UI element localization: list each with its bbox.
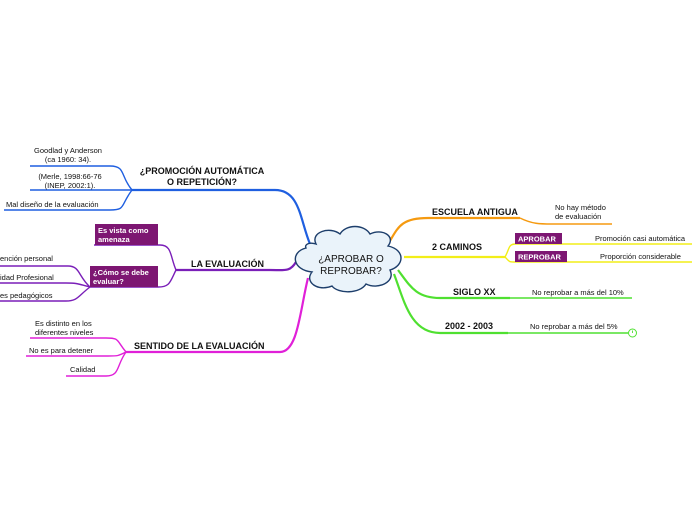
tag-reprobar-label: REPROBAR xyxy=(518,253,562,262)
connector-no-detener xyxy=(26,351,127,357)
tag-aprobar-label: APROBAR xyxy=(518,235,557,244)
branch-promocion[interactable]: ¿PROMOCIÓN AUTOMÁTICA O REPETICIÓN? Good… xyxy=(4,146,312,245)
tag-como-se-debe-evaluar[interactable] xyxy=(90,266,158,287)
connector-calidad-profesional xyxy=(0,282,91,288)
topic-2-caminos[interactable]: 2 CAMINOS xyxy=(432,242,482,252)
subtopic-goodlad-line2[interactable]: (ca 1960: 34). xyxy=(45,155,91,164)
connector-calidad xyxy=(66,351,127,377)
tag-como-evaluar-line2: evaluar? xyxy=(93,277,124,286)
central-topic-line1: ¿APROBAR O xyxy=(318,254,384,265)
topic-promocion-line2[interactable]: O REPETICIÓN? xyxy=(167,176,237,187)
subtopic-distinto-line2[interactable]: diferentes niveles xyxy=(35,328,94,337)
subtopic-aspectos-pedagogicos[interactable]: es pedagógicos xyxy=(0,291,53,300)
connector-como-evaluar xyxy=(90,269,177,288)
central-topic-line2: REPROBAR? xyxy=(320,266,382,277)
tag-reprobar[interactable] xyxy=(515,251,567,262)
subtopic-proporcion-considerable[interactable]: Proporción considerable xyxy=(600,252,681,261)
branch-2002-2003[interactable]: 2002 - 2003 No reprobar a más del 5% xyxy=(392,273,637,338)
subtopic-mal-diseno[interactable]: Mal diseño de la evaluación xyxy=(6,200,99,209)
connector-distinto xyxy=(30,337,127,353)
tag-amenaza-line2: amenaza xyxy=(98,235,131,244)
topic-escuela-antigua[interactable]: ESCUELA ANTIGUA xyxy=(432,207,518,217)
subtopic-merle-line1[interactable]: (Merle, 1998:66-76 xyxy=(38,172,101,181)
subtopic-no-es-para-detener[interactable]: No es para detener xyxy=(29,346,94,355)
connector-sentido xyxy=(126,277,310,354)
branch-escuela-antigua[interactable]: ESCUELA ANTIGUA No hay método de evaluac… xyxy=(387,203,612,245)
subtopic-calidad[interactable]: Calidad xyxy=(70,365,95,374)
branch-siglo-xx[interactable]: SIGLO XX No reprobar a más del 10% xyxy=(397,269,632,300)
subtopic-no-reprobar-10[interactable]: No reprobar a más del 10% xyxy=(532,288,624,297)
connector-goodlad xyxy=(30,165,133,191)
subtopic-no-hay-metodo-line2[interactable]: de evaluación xyxy=(555,212,601,221)
subtopic-goodlad-line1[interactable]: Goodlad y Anderson xyxy=(34,146,102,155)
connector-escuela-item xyxy=(519,217,612,225)
subtopic-atencion-personal[interactable]: ención personal xyxy=(0,254,53,263)
branch-2-caminos[interactable]: 2 CAMINOS APROBAR Promoción casi automát… xyxy=(404,233,692,263)
connector-2002-2003 xyxy=(392,273,508,335)
connector-aspectos-pedagogicos xyxy=(0,286,91,302)
subtopic-calidad-profesional[interactable]: idad Profesional xyxy=(0,273,54,282)
tag-amenaza-line1: Es vista como xyxy=(98,226,149,235)
tag-aprobar[interactable] xyxy=(515,233,562,244)
topic-siglo-xx[interactable]: SIGLO XX xyxy=(453,287,496,297)
subtopic-no-reprobar-5[interactable]: No reprobar a más del 5% xyxy=(530,322,618,331)
topic-promocion-line1[interactable]: ¿PROMOCIÓN AUTOMÁTICA xyxy=(140,165,265,176)
connector-promocion xyxy=(132,188,312,245)
connector-atencion-personal xyxy=(0,265,91,288)
timer-icon xyxy=(628,328,637,338)
topic-sentido[interactable]: SENTIDO DE LA EVALUACIÓN xyxy=(134,340,265,351)
connector-mal-diseno xyxy=(4,189,133,211)
connector-escuela-antigua xyxy=(387,216,520,245)
tag-es-vista-como-amenaza[interactable] xyxy=(95,224,158,245)
subtopic-distinto-line1[interactable]: Es distinto en los xyxy=(35,319,92,328)
branch-la-evaluacion[interactable]: LA EVALUACIÓN Es vista como amenaza ¿Cóm… xyxy=(0,224,297,302)
connector-amenaza xyxy=(94,244,177,271)
central-topic[interactable]: ¿APROBAR O REPROBAR? xyxy=(294,225,402,293)
subtopic-no-hay-metodo-line1[interactable]: No hay método xyxy=(555,203,606,212)
connector-aprobar xyxy=(504,243,692,258)
branch-sentido[interactable]: SENTIDO DE LA EVALUACIÓN Es distinto en … xyxy=(26,277,310,377)
connector-siglo-xx xyxy=(397,269,510,300)
topic-2002-2003[interactable]: 2002 - 2003 xyxy=(445,321,493,331)
connector-la-evaluacion xyxy=(176,261,297,272)
topic-la-evaluacion[interactable]: LA EVALUACIÓN xyxy=(191,258,264,269)
central-cloud-shape xyxy=(294,225,402,293)
subtopic-promocion-casi-automatica[interactable]: Promoción casi automática xyxy=(595,234,686,243)
subtopic-merle-line2[interactable]: (INEP, 2002:1). xyxy=(45,181,96,190)
tag-como-evaluar-line1: ¿Cómo se debe xyxy=(93,268,149,277)
